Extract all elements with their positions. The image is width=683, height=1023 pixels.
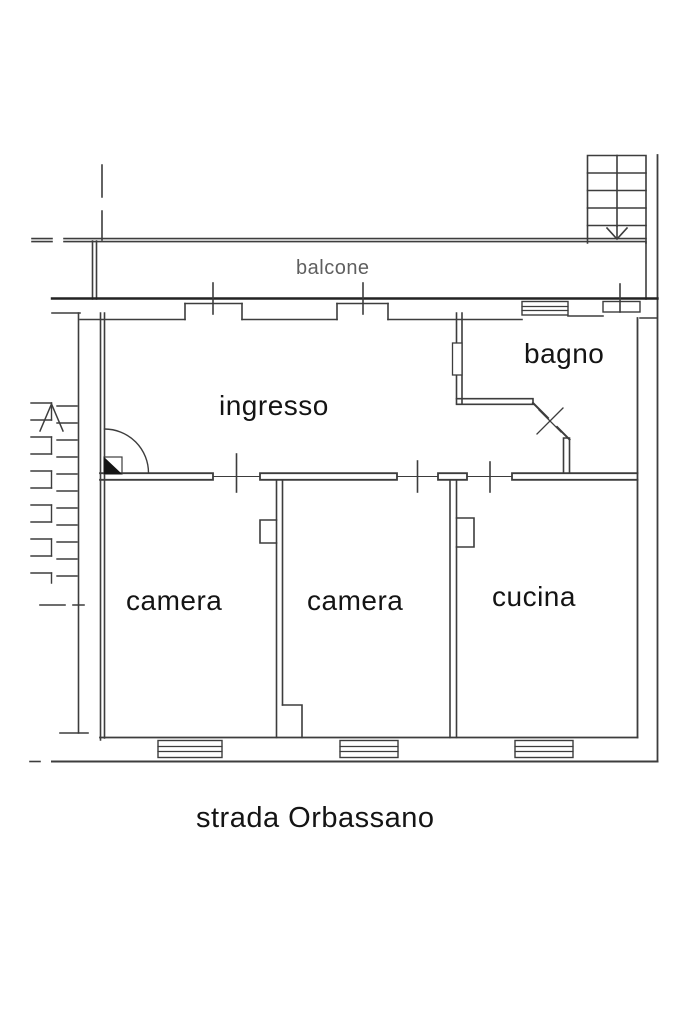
exterior-walls [29, 154, 659, 763]
balcony-outline [63, 237, 647, 300]
kitchen-divider-pilaster [455, 517, 475, 548]
kitchen-window [514, 739, 574, 759]
entrance-door [103, 428, 150, 475]
hall-label: ingresso [219, 390, 329, 421]
axis-ticks [39, 604, 89, 734]
hall-divider-wall [99, 453, 639, 493]
bedroom2-label: camera [307, 585, 404, 616]
bedroom-divider-pilaster [259, 519, 278, 544]
bathroom-walls [451, 312, 571, 474]
street-label: strada Orbassano [196, 802, 435, 834]
bathroom-window [602, 283, 641, 313]
stairs-up-arrow-icon [39, 402, 64, 432]
balcony-label: balcone [296, 257, 370, 279]
bedroom1-window [157, 739, 223, 759]
bedroom2-window [339, 739, 399, 759]
entrance-door-leaf-icon [104, 457, 122, 474]
balcony-window [521, 300, 569, 316]
staircase-left [30, 402, 78, 584]
kitchen-divider-wall [449, 479, 475, 739]
south-windows [157, 739, 574, 759]
kitchen-label: cucina [492, 581, 576, 612]
bedroom-divider-wall [259, 479, 303, 739]
axis-dashed-line [31, 164, 103, 243]
bathroom-door-x-icon [536, 407, 564, 435]
bedroom1-label: camera [126, 585, 223, 616]
bathroom-niche-window [451, 342, 463, 376]
staircase-top-right [586, 154, 647, 244]
north-wall-openings [79, 282, 658, 321]
bathroom-label: bagno [524, 338, 605, 369]
stairs-down-arrow-icon [605, 225, 629, 241]
